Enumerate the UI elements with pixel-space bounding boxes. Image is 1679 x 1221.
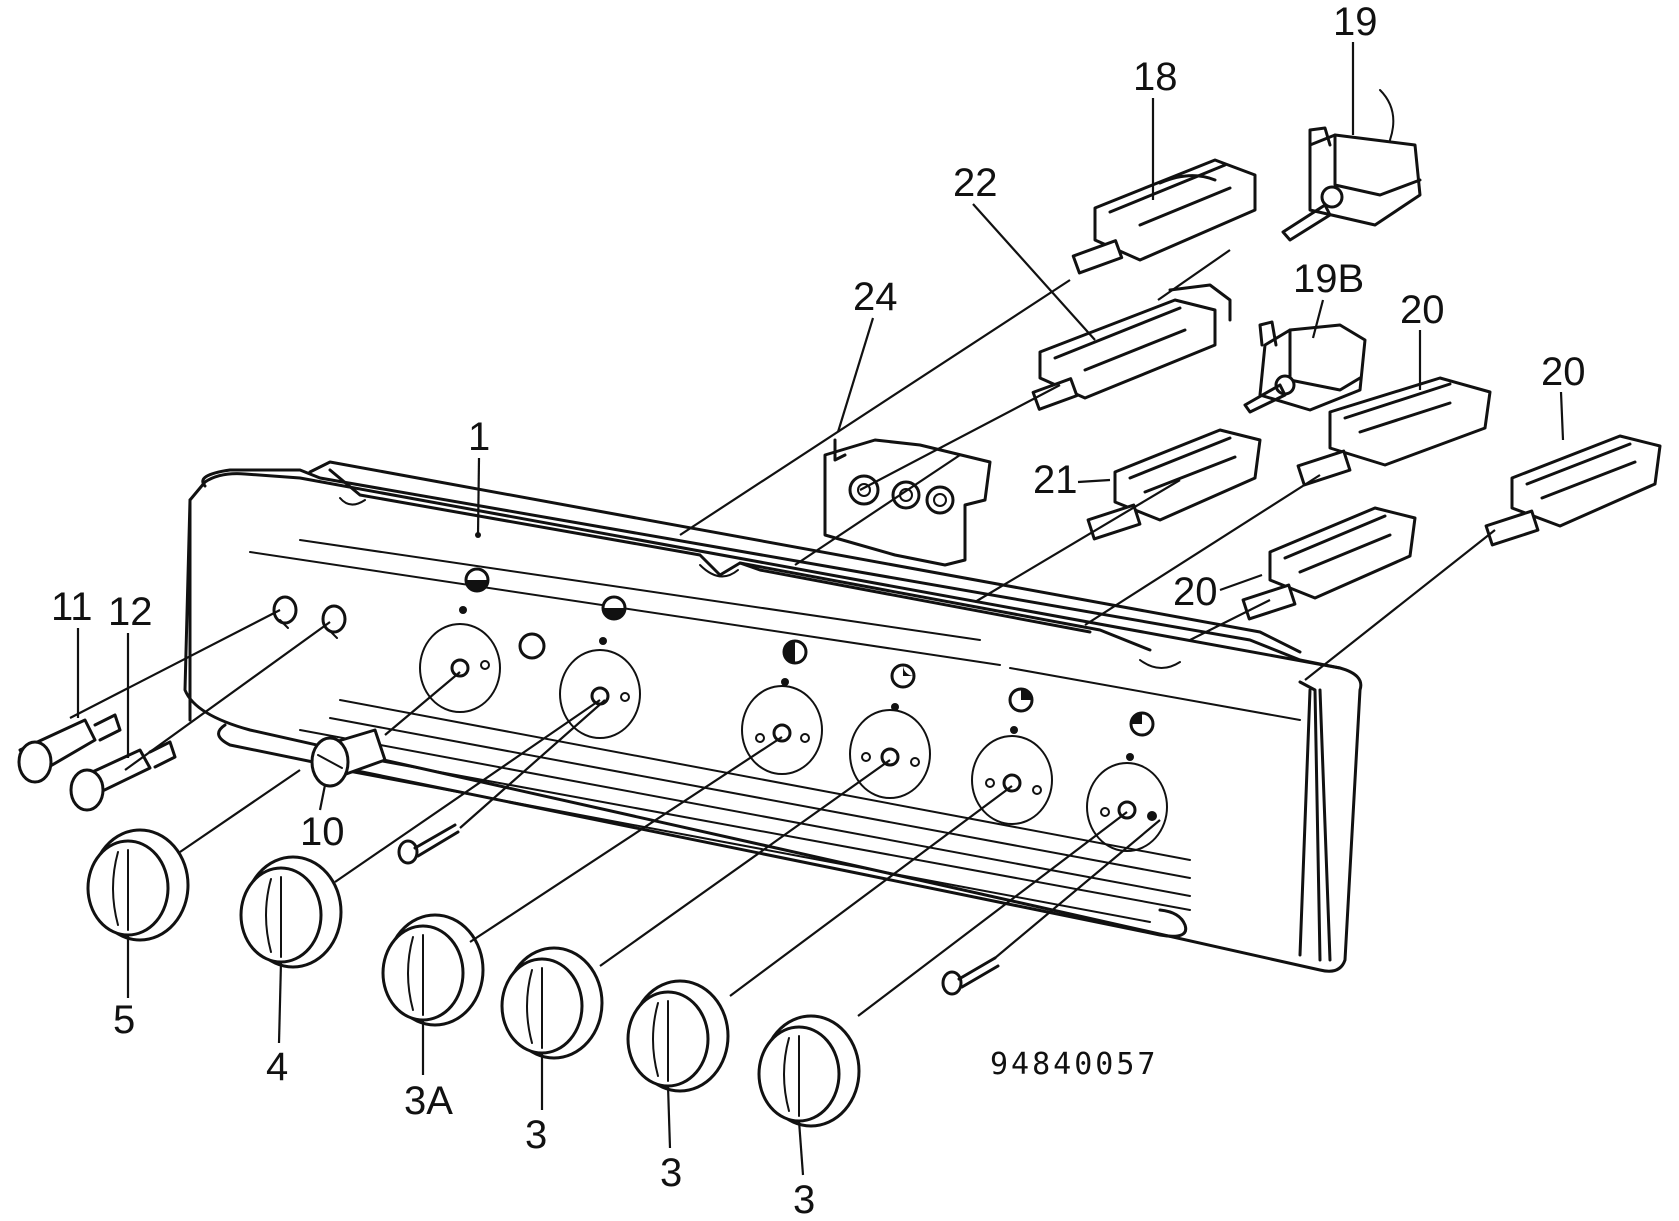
callout-19b: 19B <box>1293 257 1364 301</box>
switch-20-middle <box>1241 506 1417 621</box>
leader-lines <box>69 249 1496 1017</box>
callout-24: 24 <box>853 275 898 319</box>
control-hole <box>741 678 823 775</box>
switch-18 <box>1071 158 1257 275</box>
indicator-lamp-12 <box>69 740 177 812</box>
callout-20-upper: 20 <box>1400 288 1445 332</box>
callout-3: 3 <box>660 1151 682 1195</box>
control-hole <box>419 606 546 713</box>
control-hole <box>849 703 931 799</box>
fixing-screw <box>941 956 1000 996</box>
callout-3a: 3A <box>404 1079 453 1123</box>
callout-3: 3 <box>793 1178 815 1221</box>
mounting-bracket-24 <box>823 438 992 567</box>
burner-symbol <box>601 595 627 621</box>
callout-19: 19 <box>1333 0 1378 44</box>
control-knob-3 <box>757 1014 861 1128</box>
callout-22: 22 <box>953 161 998 205</box>
switch-19 <box>1281 89 1422 242</box>
burner-symbol <box>890 663 916 689</box>
burner-symbol <box>464 567 490 593</box>
callout-20-middle: 20 <box>1173 570 1218 614</box>
control-knob-3 <box>500 946 604 1060</box>
callout-20-right: 20 <box>1541 350 1586 394</box>
control-knob-3a <box>381 913 485 1027</box>
burner-symbol <box>1008 687 1034 713</box>
switch-19b <box>1243 320 1367 414</box>
control-panel <box>183 460 1363 973</box>
control-hole <box>971 726 1053 825</box>
switch-20-upper <box>1296 376 1492 487</box>
callout-10: 10 <box>300 810 345 854</box>
burner-symbol <box>1129 711 1155 737</box>
callout-3: 3 <box>525 1113 547 1157</box>
fixing-screw <box>397 823 460 865</box>
callout-11: 11 <box>51 585 93 629</box>
callout-5: 5 <box>113 998 135 1042</box>
burner-symbol <box>782 639 808 665</box>
control-hole <box>1086 753 1168 852</box>
drawing-number: 94840057 <box>990 1047 1159 1082</box>
callout-21: 21 <box>1033 458 1078 502</box>
switch-20-right <box>1484 434 1662 547</box>
switch-knob-10 <box>310 728 387 788</box>
callout-18: 18 <box>1133 55 1178 99</box>
callout-4: 4 <box>266 1045 288 1089</box>
callout-1: 1 <box>468 415 490 459</box>
control-knob-3 <box>626 979 730 1093</box>
indicator-lamp-11 <box>17 713 122 784</box>
callout-12: 12 <box>108 590 153 634</box>
control-knob-5 <box>86 828 190 942</box>
switch-22 <box>1031 283 1232 411</box>
control-knob-4 <box>239 855 343 969</box>
